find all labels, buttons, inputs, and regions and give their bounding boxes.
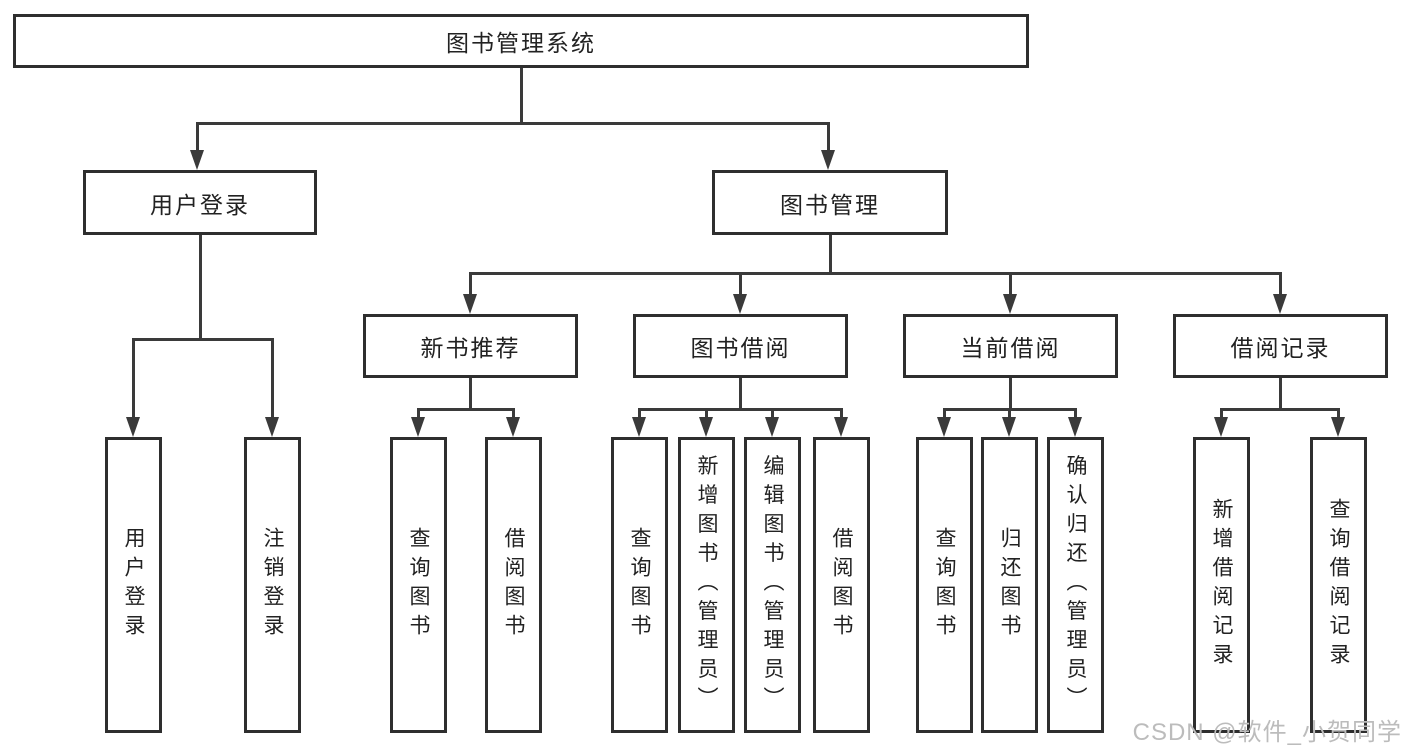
connector-line [771,408,774,421]
connector-line [739,272,742,298]
connector-line [1220,408,1340,411]
node-label: 查询图书 [933,527,956,643]
connector-line [705,408,708,421]
connector-line [840,408,843,421]
node-label: 当前借阅 [960,335,1061,361]
connector-line [132,338,135,421]
connector-line [1009,272,1012,298]
connector-line [199,235,202,338]
node-leaf-query-books-borrow: 查询图书 [611,437,668,733]
arrow-down-icon [265,417,279,437]
arrow-down-icon [126,417,140,437]
arrow-down-icon [733,294,747,314]
node-label: 图书管理 [780,191,880,218]
connector-line [132,338,274,341]
node-leaf-edit-books-admin: 编辑图书（管理员） [744,437,801,733]
node-label: 借阅图书 [502,527,525,643]
arrow-down-icon [699,417,713,437]
node-leaf-logout: 注销登录 [244,437,301,733]
connector-line [271,338,274,421]
node-label: 注销登录 [261,527,284,643]
connector-line [1279,272,1282,298]
node-label: 图书借阅 [690,335,791,361]
connector-line [469,272,1282,275]
arrow-down-icon [463,294,477,314]
arrow-down-icon [1003,294,1017,314]
connector-line [417,408,420,421]
connector-line [1009,378,1012,408]
connector-line [1337,408,1340,421]
csdn-watermark: CSDN @软件_小贺同学 [1132,719,1402,746]
node-label: 编辑图书（管理员） [761,454,784,716]
connector-line [1074,408,1077,421]
node-label: 新书推荐 [420,335,521,361]
connector-line [1279,378,1282,408]
arrow-down-icon [1331,417,1345,437]
arrow-down-icon [834,417,848,437]
node-label: 新增借阅记录 [1210,498,1233,672]
node-leaf-borrow-books-recommend: 借阅图书 [485,437,542,733]
node-label: 查询图书 [407,527,430,643]
node-leaf-query-borrow-record: 查询借阅记录 [1310,437,1367,733]
arrow-down-icon [1002,417,1016,437]
connector-line [829,235,832,272]
node-book-borrowing: 图书借阅 [633,314,848,378]
node-label: 借阅图书 [830,527,853,643]
connector-line [638,408,641,421]
connector-line [196,122,199,154]
connector-line [638,408,843,411]
arrow-down-icon [1273,294,1287,314]
node-user-login: 用户登录 [83,170,317,235]
node-label: 借阅记录 [1230,335,1331,361]
arrow-down-icon [821,150,835,170]
arrow-down-icon [765,417,779,437]
connector-line [520,68,523,122]
node-new-book-recommendation: 新书推荐 [363,314,578,378]
node-current-borrowing: 当前借阅 [903,314,1118,378]
node-label: 归还图书 [998,527,1021,643]
node-library-management-system: 图书管理系统 [13,14,1029,68]
node-book-management: 图书管理 [712,170,948,235]
node-leaf-add-borrow-record: 新增借阅记录 [1193,437,1250,733]
connector-line [196,122,830,125]
connector-line [512,408,515,421]
node-label: 新增图书（管理员） [695,454,718,716]
node-leaf-return-books: 归还图书 [981,437,1038,733]
node-label: 查询图书 [628,527,651,643]
arrow-down-icon [190,150,204,170]
arrow-down-icon [411,417,425,437]
node-leaf-query-books-current: 查询图书 [916,437,973,733]
node-leaf-borrow-books: 借阅图书 [813,437,870,733]
connector-line [417,408,515,411]
connector-line [469,272,472,298]
arrow-down-icon [1068,417,1082,437]
node-leaf-query-books-recommend: 查询图书 [390,437,447,733]
connector-line [943,408,946,421]
arrow-down-icon [632,417,646,437]
connector-line [469,378,472,408]
node-borrowing-records: 借阅记录 [1173,314,1388,378]
node-label: 图书管理系统 [446,30,596,56]
arrow-down-icon [506,417,520,437]
arrow-down-icon [937,417,951,437]
node-leaf-user-login: 用户登录 [105,437,162,733]
node-label: 查询借阅记录 [1327,498,1350,672]
node-label: 用户登录 [150,191,250,218]
node-leaf-confirm-return-admin: 确认归还（管理员） [1047,437,1104,733]
connector-line [739,378,742,408]
node-leaf-add-books-admin: 新增图书（管理员） [678,437,735,733]
arrow-down-icon [1214,417,1228,437]
node-label: 确认归还（管理员） [1064,454,1087,716]
connector-line [1220,408,1223,421]
node-label: 用户登录 [122,527,145,643]
connector-line [1008,408,1011,421]
connector-line [827,122,830,154]
